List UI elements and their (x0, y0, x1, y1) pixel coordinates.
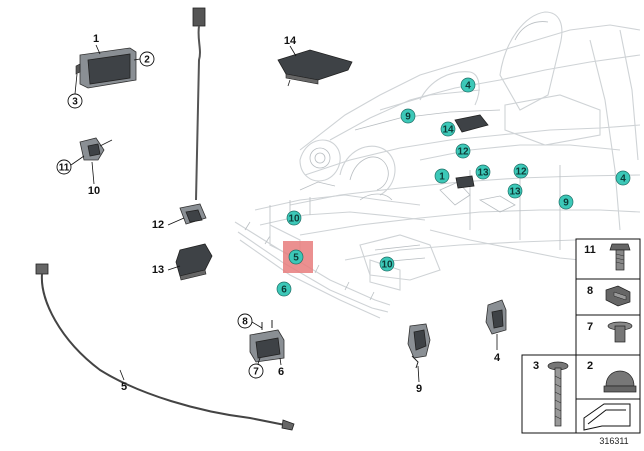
callout-marker: 4 (460, 77, 476, 93)
label-13: 13 (152, 264, 164, 276)
callout-markers: 4 9 14 12 13 1 12 13 9 4 10 5 6 10 (276, 77, 631, 297)
part-1-on-body (455, 175, 475, 189)
nut-7-icon (607, 321, 633, 343)
svg-text:12: 12 (515, 167, 527, 178)
svg-text:9: 9 (563, 198, 569, 209)
callout-marker: 5 (288, 249, 304, 265)
svg-text:10: 10 (288, 214, 300, 225)
callout-marker: 13 (507, 183, 523, 199)
callout-marker: 14 (440, 121, 456, 137)
label-7: 7 (253, 367, 259, 378)
arrow-symbol-icon (583, 403, 631, 431)
part-4-bracket (485, 299, 507, 335)
svg-text:13: 13 (509, 187, 521, 198)
legend-8: 8 (587, 285, 593, 297)
svg-text:12: 12 (457, 147, 469, 158)
callout-marker: 12 (455, 143, 471, 159)
label-14: 14 (284, 35, 297, 47)
callout-marker: 10 (286, 210, 302, 226)
label-1: 1 (93, 33, 99, 45)
callout-marker: 10 (379, 256, 395, 272)
legend-3: 3 (533, 360, 539, 372)
label-10: 10 (88, 185, 100, 197)
label-12: 12 (152, 219, 164, 231)
svg-text:5: 5 (293, 253, 299, 264)
screw-3-icon (547, 361, 569, 427)
svg-text:1: 1 (439, 172, 445, 183)
bolt-11-icon (609, 243, 631, 271)
callout-marker: 6 (276, 281, 292, 297)
part-6-bracket (249, 320, 285, 363)
legend-7: 7 (587, 321, 593, 333)
svg-text:14: 14 (442, 125, 454, 136)
part-12-antenna-rod (179, 7, 207, 225)
label-3: 3 (72, 97, 78, 108)
cap-nut-2-icon (603, 370, 637, 393)
label-8: 8 (242, 317, 248, 328)
label-6: 6 (278, 366, 284, 378)
svg-text:6: 6 (281, 285, 287, 296)
label-2: 2 (144, 55, 150, 66)
label-9: 9 (416, 383, 422, 395)
svg-text:13: 13 (477, 168, 489, 179)
callout-marker: 9 (558, 194, 574, 210)
fastener-legend: 11 8 7 3 2 (521, 238, 641, 434)
legend-11: 11 (584, 244, 596, 256)
callout-marker: 12 (513, 163, 529, 179)
svg-text:10: 10 (381, 260, 393, 271)
callout-marker: 4 (615, 170, 631, 186)
label-4: 4 (494, 352, 501, 364)
callout-marker: 9 (400, 108, 416, 124)
part-14-on-body (454, 114, 489, 133)
part-5-cable (35, 263, 295, 431)
part-10-sensor (79, 137, 113, 161)
part-9-holder (407, 323, 431, 369)
callout-marker: 13 (475, 164, 491, 180)
svg-text:4: 4 (465, 81, 471, 92)
legend-2: 2 (587, 360, 593, 372)
svg-text:9: 9 (405, 112, 411, 123)
part-13-bracket (175, 243, 213, 281)
callout-marker: 1 (434, 168, 450, 184)
clip-8-icon (605, 285, 631, 307)
part-1-control-unit (75, 47, 137, 89)
svg-text:4: 4 (620, 174, 626, 185)
label-11: 11 (59, 163, 70, 174)
reference-number: 316311 (599, 436, 628, 446)
label-5: 5 (121, 381, 127, 393)
part-14-plate (277, 49, 353, 87)
